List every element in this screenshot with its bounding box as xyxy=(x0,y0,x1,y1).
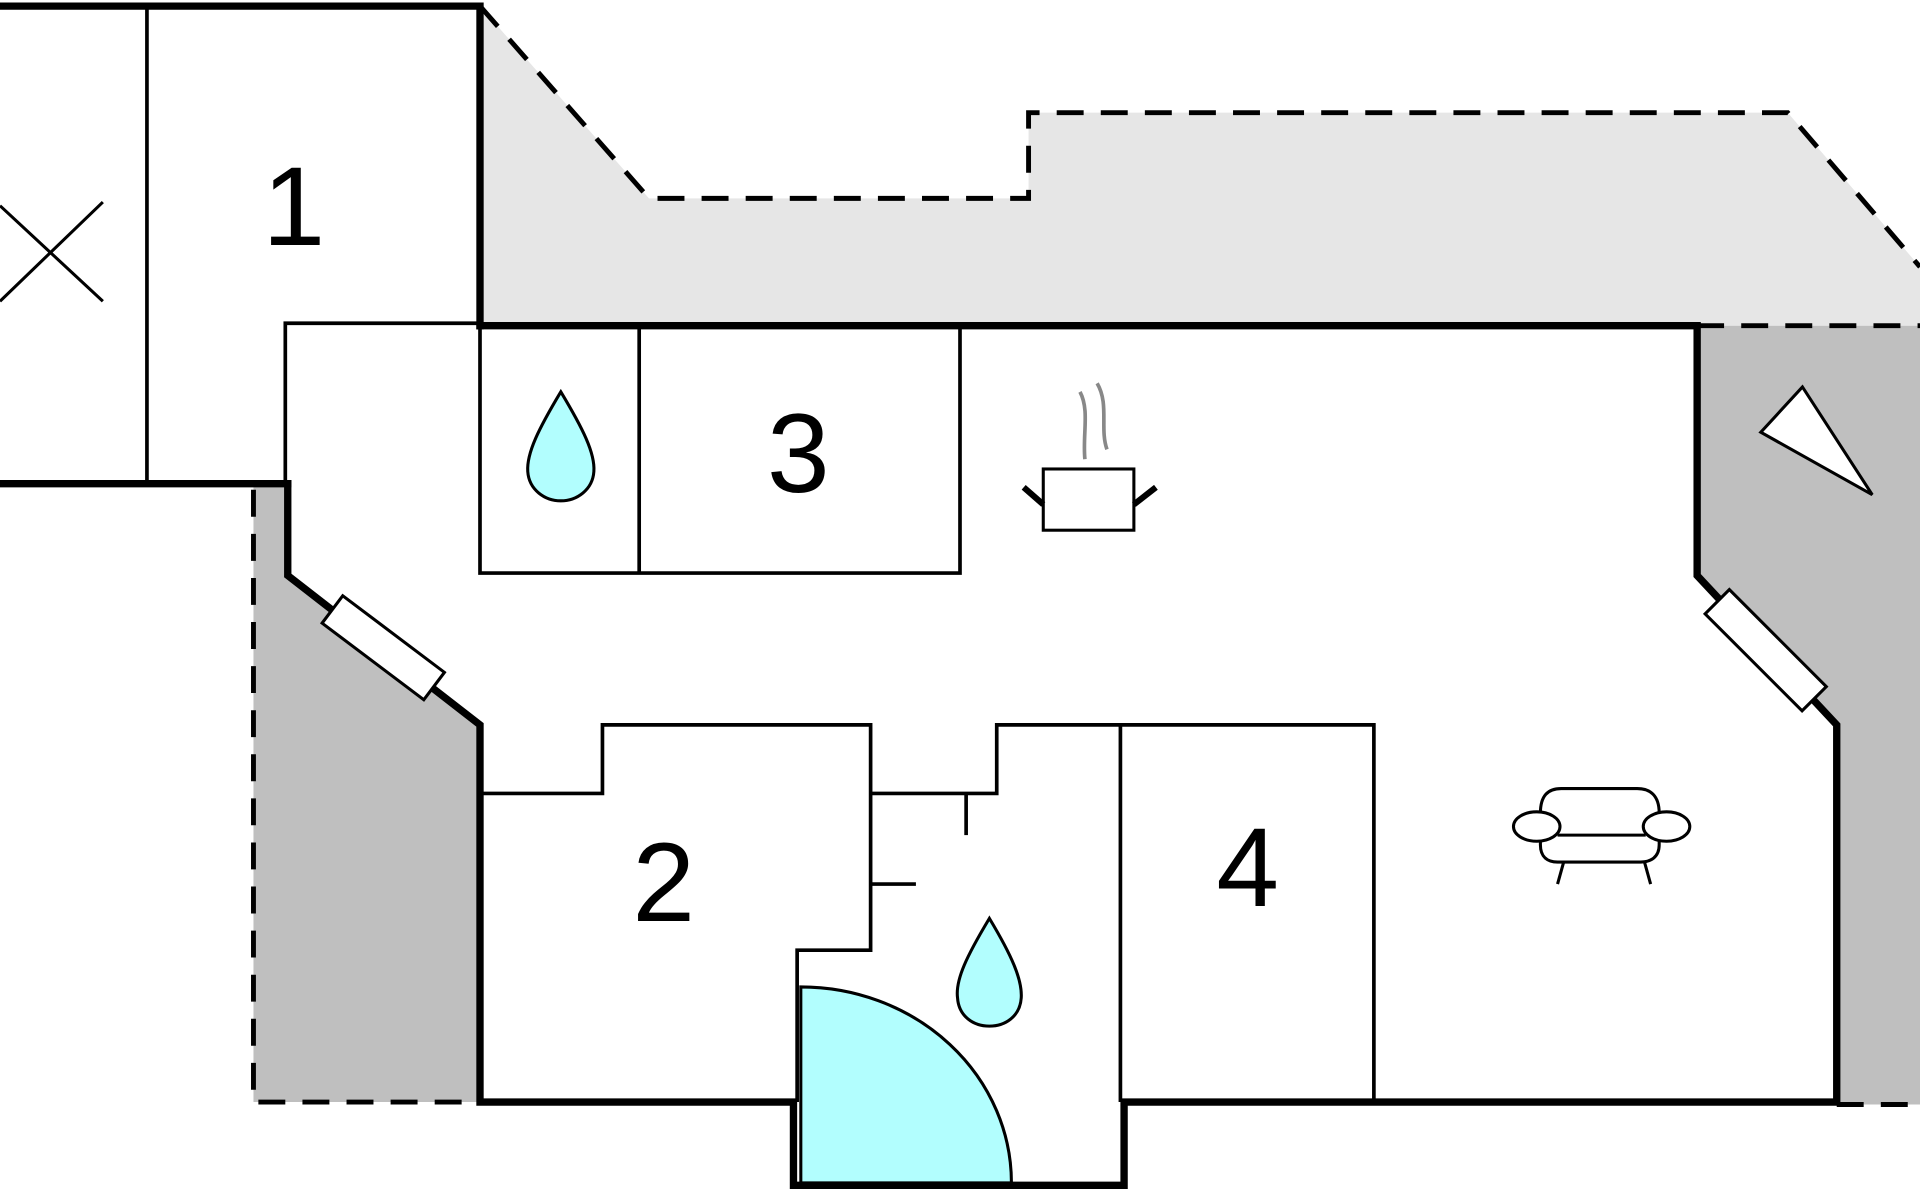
room-label-3: 3 xyxy=(767,390,830,516)
water-drop-icon-bath xyxy=(955,915,1023,1028)
window-left xyxy=(319,593,447,702)
outer-wall-top xyxy=(284,322,1841,1189)
room-label-4: 4 xyxy=(1216,804,1279,930)
room-2-walls xyxy=(480,723,873,1103)
room-3-walls xyxy=(478,325,962,575)
window-right xyxy=(1702,587,1829,713)
water-drop-icon xyxy=(526,388,596,503)
cooking-pot-icon xyxy=(1021,382,1158,532)
hall-wall xyxy=(283,321,480,484)
fireplace-triangle-icon xyxy=(1758,384,1874,497)
room-label-2: 2 xyxy=(632,819,695,945)
armchair-icon xyxy=(1511,787,1692,885)
bathroom-walls xyxy=(870,723,1376,1103)
shower-icon xyxy=(799,985,1013,1185)
left-balcony-area xyxy=(253,483,480,1103)
terrace-dashed-outline xyxy=(478,4,1920,269)
room-label-1: 1 xyxy=(263,143,326,269)
closet-x-icon xyxy=(0,200,104,303)
left-balcony-dashed-outline xyxy=(251,489,480,1105)
terrace-area xyxy=(480,6,1920,326)
room-1-wall xyxy=(0,2,484,330)
right-balcony-area xyxy=(1697,325,1920,1105)
